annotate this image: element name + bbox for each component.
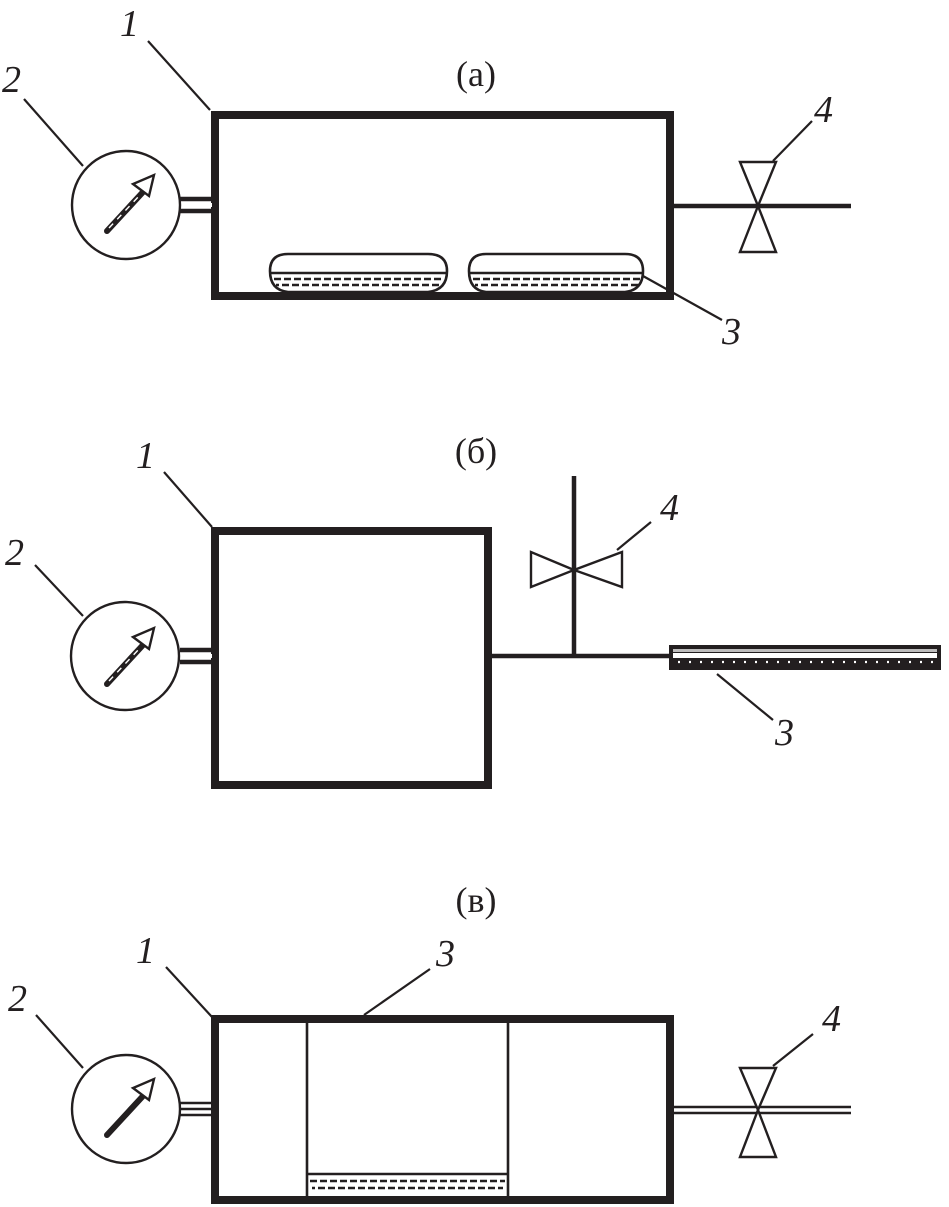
gauge-dial-b [69,600,181,712]
sample-trays-a [268,252,645,294]
panel-b-title: (б) [455,431,497,471]
label-gauge-v: 2 [8,978,27,1020]
outlet-line-v [674,1105,851,1115]
label-valve-b: 4 [660,487,679,529]
sample-tray [268,252,449,294]
gauge-needle-icon [104,1093,146,1138]
leader-gauge-a [23,98,84,167]
leader-sample-v [363,968,431,1016]
leader-vessel-v [165,966,213,1018]
gauge-dial-v [70,1053,182,1165]
valve-icon [738,1066,778,1159]
leader-gauge-v [35,1014,84,1069]
gauge-arrowhead-icon [130,172,156,199]
leader-vessel-b [163,471,213,528]
label-vessel-a: 1 [120,3,139,45]
valve-icon [738,160,778,254]
panel-a-title: (а) [456,54,496,94]
pressure-gauge-v [70,1053,212,1165]
leader-vessel-a [147,40,211,111]
panel-b: (б) 1 2 4 3 [5,431,941,789]
panel-v: (в) 1 3 2 [8,880,851,1204]
label-vessel-v: 1 [136,930,155,972]
label-valve-v: 4 [822,998,841,1040]
vessel-b [211,527,492,789]
gauge-arrowhead-icon [130,1076,156,1103]
label-gauge-a: 2 [2,59,21,101]
sample-tray [467,252,645,294]
gauge-dial-a [70,149,182,261]
gauge-arrowhead-icon [130,625,156,652]
leader-gauge-b [34,564,84,617]
label-sample-v: 3 [435,933,455,975]
inner-container-v [305,1022,510,1196]
leader-valve-a [772,120,813,162]
pressure-gauge-a [70,149,212,261]
tube-sample-b [669,645,941,670]
label-valve-a: 4 [814,89,833,131]
label-sample-b: 3 [774,712,794,754]
valve-icon [529,550,624,589]
leader-sample-b [716,673,774,721]
label-vessel-b: 1 [136,435,155,477]
leader-sample-a [642,275,723,321]
label-sample-a: 3 [721,311,741,353]
panel-v-title: (в) [456,880,497,920]
panel-a: (а) 1 2 [2,3,851,353]
label-gauge-b: 2 [5,532,24,574]
leader-valve-b [616,521,652,551]
vessel-v [211,1015,674,1204]
pressure-gauge-b [69,600,212,712]
leader-valve-v [772,1033,814,1067]
